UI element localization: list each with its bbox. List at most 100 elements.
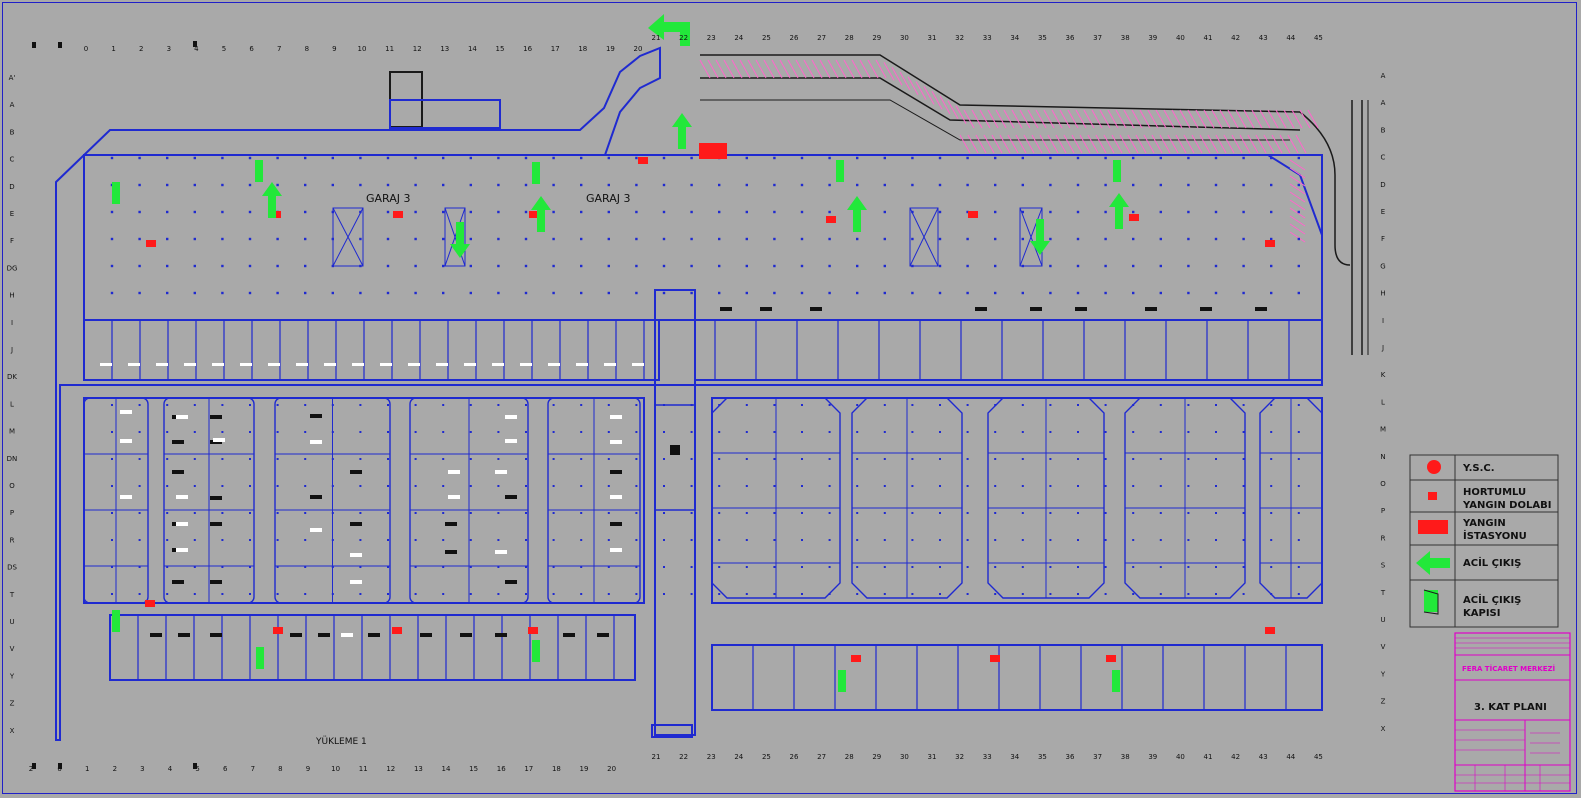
column (387, 593, 389, 595)
column (552, 237, 555, 241)
column (193, 539, 196, 541)
column (1242, 566, 1245, 568)
grid-label-bottom: 31 (928, 753, 937, 761)
column (469, 210, 472, 214)
column (883, 458, 886, 460)
hatch-line (1247, 134, 1259, 154)
loading-label: YÜKLEME 1 (315, 736, 367, 747)
emergency-exit-door (532, 162, 540, 184)
column (1104, 485, 1107, 487)
column (497, 291, 500, 295)
column (442, 237, 445, 241)
column (1049, 210, 1052, 214)
hatch-line (867, 59, 879, 79)
fire-station-rect-icon (1418, 520, 1448, 534)
column (111, 431, 113, 433)
column (662, 237, 666, 241)
column (1021, 566, 1024, 568)
grid-label-bottom: 21 (652, 753, 661, 761)
column (856, 485, 859, 487)
hatch-line (983, 134, 995, 154)
emergency-door-icon (1423, 589, 1439, 615)
hatch-line (1251, 109, 1263, 129)
hatch-line (1159, 134, 1171, 154)
column (966, 291, 969, 295)
emergency-exit-arrow (531, 196, 551, 232)
column (1214, 264, 1218, 268)
column (304, 156, 307, 160)
grid-label-row: E (1381, 208, 1385, 216)
column (663, 485, 665, 487)
column (1021, 485, 1024, 487)
column (828, 404, 831, 406)
column (166, 431, 169, 433)
title-block: FERA TİCARET MERKEZİ 3. KAT PLANI (1454, 632, 1571, 792)
store-tag (352, 363, 364, 366)
hatch-line (1211, 109, 1223, 129)
store-tag (296, 363, 308, 366)
hatch-line (1087, 134, 1099, 154)
hatch-line (1289, 159, 1306, 171)
fire-cabinet (392, 627, 402, 634)
column (883, 566, 886, 568)
column (1076, 183, 1080, 187)
column (248, 183, 252, 187)
column (1242, 593, 1245, 595)
column (469, 485, 472, 487)
grid-label-top: 45 (1314, 34, 1323, 42)
column (966, 431, 969, 433)
grid-label-row: F (10, 237, 14, 245)
stair-void (909, 207, 939, 267)
column (1132, 566, 1135, 568)
grid-label-top: 37 (1093, 34, 1102, 42)
grid-label-top: 16 (523, 45, 532, 53)
column (994, 431, 997, 433)
column (249, 593, 251, 595)
hatch-line (1171, 109, 1183, 129)
column (442, 210, 445, 214)
hose-cabinet (210, 496, 222, 500)
hatch-line (875, 59, 887, 79)
column (1187, 593, 1190, 595)
grid-label-top: 25 (762, 34, 771, 42)
column (276, 593, 279, 595)
grid-label-row: I (11, 319, 13, 327)
column (1104, 512, 1107, 514)
column (1159, 485, 1162, 487)
ysc-circle-icon (1427, 460, 1441, 474)
column (111, 458, 113, 460)
grid-label-bottom: 18 (552, 765, 561, 773)
column (856, 458, 859, 460)
emergency-exit-door (112, 182, 120, 204)
column (1132, 431, 1135, 433)
grid-label-row: Y (9, 672, 15, 680)
column (939, 431, 941, 433)
hose-cabinet (290, 633, 302, 637)
column (442, 404, 445, 406)
column (1297, 512, 1300, 514)
column (1076, 237, 1080, 241)
grid-label-bottom: 32 (955, 753, 964, 761)
column (1242, 156, 1245, 160)
column (939, 458, 941, 460)
east-ramp-curve (1299, 111, 1351, 266)
column (248, 264, 252, 268)
grid-label-bottom: 3 (140, 765, 144, 773)
column (1049, 539, 1052, 541)
grid-label-top: 7 (277, 45, 281, 53)
column (911, 183, 914, 187)
column (745, 539, 748, 541)
grid-label-bottom: 43 (1259, 753, 1268, 761)
grid-label-row: V (1381, 643, 1386, 651)
column (745, 291, 748, 295)
column (525, 512, 527, 514)
column (1104, 593, 1107, 595)
hatch-line (1151, 134, 1163, 154)
store-island (1259, 397, 1323, 599)
column (1187, 512, 1190, 514)
grid-label-bottom: 36 (1066, 753, 1075, 761)
column (773, 593, 776, 595)
hose-cabinet (445, 550, 457, 554)
column (718, 539, 721, 541)
column (635, 593, 638, 595)
